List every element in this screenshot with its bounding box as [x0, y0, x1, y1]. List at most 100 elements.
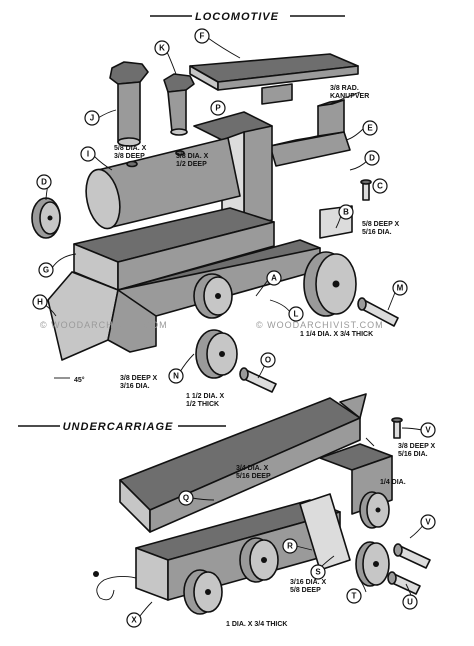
label-b: B [338, 204, 354, 220]
note-uc-s-1: 3/16 DIA. X [290, 579, 327, 586]
svg-text:I: I [87, 150, 89, 159]
svg-text:O: O [265, 356, 271, 365]
svg-text:Q: Q [183, 494, 189, 503]
pull-string [93, 571, 137, 601]
undercarriage-heading-text: UNDERCARRIAGE [63, 421, 174, 433]
svg-text:X: X [131, 616, 137, 625]
svg-text:H: H [37, 298, 43, 307]
note-rad-1: 3/8 RAD. [330, 85, 359, 92]
note-front-hole-1: 3/8 DEEP X [120, 375, 158, 382]
label-v-upper: V [420, 422, 436, 438]
part-uc-wheel-rear [183, 569, 223, 615]
undercarriage-heading: UNDERCARRIAGE [18, 421, 226, 433]
svg-text:G: G [43, 266, 49, 275]
label-c: C [372, 178, 388, 194]
part-l-drive-wheel [193, 273, 233, 319]
label-g: G [38, 262, 54, 278]
part-n-wheel [195, 329, 238, 379]
label-e: E [362, 120, 378, 136]
label-s: S [310, 564, 326, 580]
part-c-small-peg [360, 179, 372, 201]
svg-text:R: R [287, 542, 293, 551]
svg-text:L: L [294, 310, 299, 319]
svg-text:N: N [173, 372, 179, 381]
svg-text:U: U [407, 598, 413, 607]
label-r: R [282, 538, 298, 554]
svg-text:K: K [159, 44, 165, 53]
part-o-axle-peg [239, 367, 277, 393]
part-q-tender-top [119, 393, 367, 533]
svg-text:B: B [343, 208, 349, 217]
note-dome-hole-2: 1/2 DEEP [176, 161, 207, 168]
part-u-wheel [355, 541, 390, 587]
part-m-axle-peg [357, 297, 399, 327]
note-uc-right-1: 3/8 DEEP X [398, 443, 436, 450]
note-axle-hole-1: 5/8 DEEP X [362, 221, 400, 228]
watermark-left: © WOODARCHIVIST.COM [40, 320, 168, 330]
label-d-top: D [364, 150, 380, 166]
svg-text:C: C [377, 182, 383, 191]
label-p: P [210, 100, 226, 116]
label-i: I [80, 146, 96, 162]
part-j-smokestack [109, 61, 149, 147]
note-rad-2: KANUPVER [330, 93, 369, 100]
note-stack-hole-2: 3/8 DEEP [114, 153, 145, 160]
label-q: Q [178, 490, 194, 506]
label-l: L [288, 306, 304, 322]
svg-text:S: S [315, 568, 321, 577]
label-u: U [402, 594, 418, 610]
note-uc-right-2: 5/16 DIA. [398, 451, 428, 458]
label-o: O [260, 352, 276, 368]
svg-text:J: J [90, 114, 94, 123]
part-u-axle-peg [387, 571, 421, 595]
svg-text:V: V [425, 518, 431, 527]
label-k: K [154, 40, 170, 56]
part-v-peg [391, 417, 403, 439]
svg-text:V: V [425, 426, 431, 435]
svg-text:A: A [271, 274, 277, 283]
note-wheel-2-2: 1/2 THICK [186, 401, 219, 408]
label-t: T [346, 588, 362, 604]
note-front-hole-2: 3/16 DIA. [120, 383, 150, 390]
svg-text:E: E [367, 124, 373, 133]
label-a-mid: A [266, 270, 282, 286]
note-axle-hole-2: 5/16 DIA. [362, 229, 392, 236]
note-uc-wheel: 1 DIA. X 3/4 THICK [226, 621, 287, 628]
locomotive-heading: LOCOMOTIVE [150, 11, 345, 23]
svg-text:D: D [41, 178, 47, 187]
part-e-cab [269, 99, 351, 167]
svg-text:M: M [397, 284, 404, 293]
label-h: H [32, 294, 48, 310]
part-k-dome [163, 73, 195, 136]
label-f: F [194, 28, 210, 44]
part-i-boiler [85, 137, 241, 230]
label-m: M [392, 280, 408, 296]
svg-text:P: P [215, 104, 221, 113]
note-uc-top-2: 5/16 DEEP [236, 473, 271, 480]
watermark-right: © WOODARCHIVIST.COM [256, 320, 384, 330]
svg-text:F: F [200, 32, 205, 41]
label-d-wheel: D [36, 174, 52, 190]
note-uc-top-1: 3/4 DIA. X [236, 465, 269, 472]
note-uc-s-2: 5/8 DEEP [290, 587, 321, 594]
label-v-lower: V [420, 514, 436, 530]
label-j: J [84, 110, 100, 126]
note-angle: 45° [74, 376, 85, 384]
note-uc-dia: 1/4 DIA. [380, 479, 406, 486]
note-stack-hole-1: 5/8 DIA. X [114, 145, 147, 152]
part-uc-wheel-right [359, 491, 390, 529]
locomotive-heading-text: LOCOMOTIVE [195, 11, 279, 23]
note-wheel-2-1: 1 1/2 DIA. X [186, 393, 224, 400]
part-b-rear-wheel [303, 251, 357, 317]
note-dome-hole-1: 3/8 DIA. X [176, 153, 209, 160]
label-x: X [126, 612, 142, 628]
svg-text:D: D [369, 154, 375, 163]
note-wheel-1: 1 1/4 DIA. X 3/4 THICK [300, 331, 373, 338]
part-uc-wheel-mid [239, 537, 279, 583]
part-d-front-wheel [31, 197, 61, 239]
part-g-running-board [73, 207, 275, 291]
label-n: N [168, 368, 184, 384]
part-f-cab-roof [189, 53, 359, 105]
